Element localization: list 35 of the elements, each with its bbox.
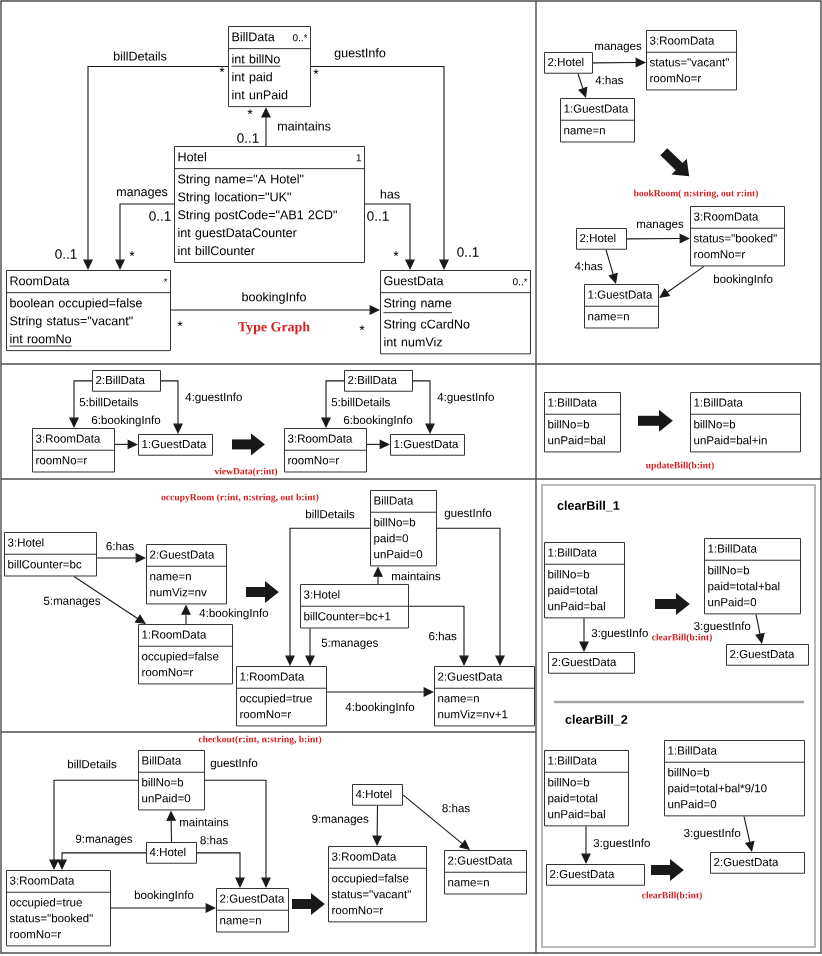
arrow	[577, 73, 588, 98]
arrow	[73, 575, 146, 624]
arrow	[326, 687, 434, 697]
arrow	[743, 815, 755, 852]
arrow	[592, 57, 646, 68]
arrow	[69, 380, 93, 428]
arrow	[626, 233, 690, 244]
arrow	[204, 779, 271, 888]
arrow	[755, 613, 765, 644]
arrow	[110, 903, 216, 913]
arrow	[83, 66, 229, 270]
arrow	[436, 527, 505, 666]
arrow	[115, 203, 175, 270]
arrow	[57, 852, 147, 870]
arrow	[366, 439, 390, 450]
arrow	[372, 805, 383, 846]
arrow	[305, 627, 315, 666]
arrow	[170, 305, 380, 315]
arrow	[114, 439, 138, 450]
arrow	[261, 107, 271, 147]
arrow	[364, 203, 415, 270]
arrow	[659, 265, 705, 298]
arrow	[160, 380, 183, 434]
arrow	[605, 249, 618, 284]
arrow	[196, 852, 245, 888]
arrow	[49, 779, 139, 870]
arrow	[581, 825, 591, 864]
arrow	[412, 380, 435, 434]
arrow	[408, 605, 469, 666]
arrow	[285, 527, 371, 666]
arrow	[96, 553, 146, 563]
arrow	[321, 380, 345, 428]
arrow	[579, 617, 589, 652]
arrow	[402, 794, 470, 850]
arrow	[310, 66, 449, 270]
